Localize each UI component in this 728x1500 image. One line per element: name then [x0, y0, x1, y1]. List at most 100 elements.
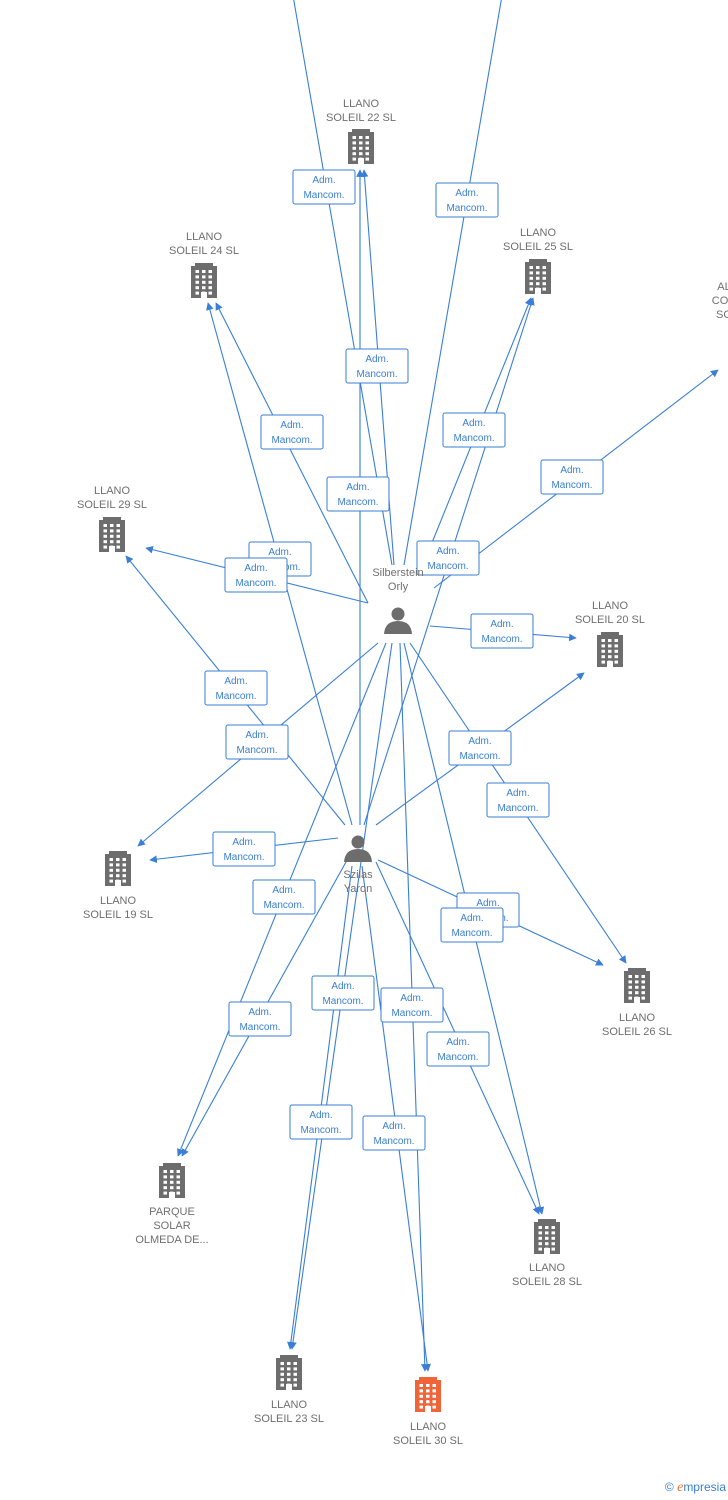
company-name: LLANO — [271, 1399, 308, 1411]
person-name: Silberstein — [372, 567, 423, 579]
edge-orly-top1 — [293, 0, 393, 566]
edge-label-yaron-ls30[interactable]: Adm.Mancom. — [362, 1115, 426, 1151]
edge-label-text: Mancom. — [322, 996, 363, 1007]
edge-label-yaron-ls23[interactable]: Adm. Mancom. — [289, 1104, 353, 1140]
edge-label-orly-al[interactable]: Adm.Mancom. — [540, 459, 604, 495]
edge-label-box — [470, 613, 534, 649]
edge-label-text: Adm. — [331, 981, 354, 992]
company-node-al[interactable]: ALCONSO — [712, 281, 728, 321]
edge-label-text: Adm. — [268, 547, 291, 558]
edge-label-text: Adm. — [476, 898, 499, 909]
edge-label-box — [289, 1104, 353, 1140]
edge-label-yaron-ls19[interactable]: Adm.Mancom. — [212, 831, 276, 867]
edge-label-text: Adm. — [506, 788, 529, 799]
company-name: SOLEIL 23 SL — [254, 1413, 324, 1425]
building-icon — [415, 1377, 441, 1412]
building-icon — [99, 517, 125, 552]
company-name: SOLEIL 24 SL — [169, 245, 239, 257]
company-name: LLANO — [619, 1012, 656, 1024]
person-icon — [384, 607, 412, 634]
edge-label-text: Adm. — [490, 619, 513, 630]
edge-label-orly-top1[interactable]: Adm.Mancom. — [292, 169, 356, 205]
edge-label-orly-ls23[interactable]: Adm. Mancom. — [311, 975, 375, 1011]
edge-label-box — [380, 987, 444, 1023]
edge-label-orly-ls19[interactable]: Adm.Mancom. — [225, 724, 289, 760]
edge-label-yaron-ls29[interactable]: Adm.Mancom. — [204, 670, 268, 706]
edge-label-text: Mancom. — [453, 433, 494, 444]
building-icon — [159, 1163, 185, 1198]
edge-label-box — [204, 670, 268, 706]
edge-label-orly-ls22[interactable]: Adm.Mancom. — [345, 348, 409, 384]
edge-label-orly-ls29[interactable]: Adm.Mancom. — [224, 557, 288, 593]
footer-brand[interactable]: © empresia — [665, 1480, 726, 1496]
edge-label-box — [362, 1115, 426, 1151]
edge-label-text: Mancom. — [215, 691, 256, 702]
edge-label-text: Adm. — [309, 1110, 332, 1121]
company-name: SOLEIL 30 SL — [393, 1435, 463, 1447]
edge-label-orly-ls28[interactable]: Adm.Mancom. — [440, 907, 504, 943]
edge-label-text: Mancom. — [437, 1052, 478, 1063]
edge-label-box — [416, 540, 480, 576]
company-name: LLANO — [343, 98, 380, 110]
company-node-ls30[interactable]: LLANO SOLEIL 30 SL — [393, 1377, 463, 1447]
edge-label-yaron-ls22[interactable]: Adm.Mancom. — [326, 476, 390, 512]
company-name: LLANO — [410, 1421, 447, 1433]
person-name: Szilas — [343, 869, 373, 881]
edge-label-orly-ls30[interactable]: Adm.Mancom. — [380, 987, 444, 1023]
edge-label-orly-top2[interactable]: Adm.Mancom. — [435, 182, 499, 218]
edge-label-text: Mancom. — [391, 1008, 432, 1019]
company-node-ls22[interactable]: LLANO SOLEIL 22 SL — [326, 98, 396, 164]
company-name: LLANO — [94, 485, 131, 497]
edge-label-text: Mancom. — [427, 561, 468, 572]
edge-label-text: Adm. — [232, 837, 255, 848]
edge-label-text: Mancom. — [459, 751, 500, 762]
company-node-ls24[interactable]: LLANO SOLEIL 24 SL — [169, 231, 239, 298]
edge-label-text: Adm. — [446, 1037, 469, 1048]
edge-label-text: Mancom. — [235, 578, 276, 589]
edge-label-yaron-ls28[interactable]: Adm. Mancom. — [426, 1031, 490, 1067]
edge-labels-layer: Adm. Mancom. Adm. Mancom. Adm. Mancom. Adm. Man… — [204, 169, 604, 1151]
edge-label-text: Adm. — [382, 1121, 405, 1132]
edge-label-orly-ls20[interactable]: Adm. Mancom. — [470, 613, 534, 649]
edge-label-orly-pso[interactable]: Adm. Mancom. — [252, 879, 316, 915]
edge-label-yaron-ls20[interactable]: Adm.Mancom. — [448, 730, 512, 766]
building-icon — [191, 263, 217, 298]
edge-label-text: Mancom. — [356, 369, 397, 380]
company-name: AL — [717, 281, 728, 293]
edge-label-yaron-ls25[interactable]: Adm. Mancom. — [416, 540, 480, 576]
edge-label-text: Mancom. — [271, 435, 312, 446]
edge-label-orly-ls26[interactable]: Adm.Mancom. — [486, 782, 550, 818]
building-icon — [348, 129, 374, 164]
edge-label-orly-ls25[interactable]: Adm.Mancom. — [442, 412, 506, 448]
edge-label-text: Adm. — [346, 482, 369, 493]
edge-label-orly-ls24[interactable]: Adm.Mancom. — [260, 414, 324, 450]
company-name: SOLEIL 22 SL — [326, 112, 396, 124]
building-icon — [534, 1219, 560, 1254]
person-name: Yaron — [344, 883, 373, 895]
edge-label-text: Mancom. — [300, 1125, 341, 1136]
company-node-ls23[interactable]: LLANO SOLEIL 23 SL — [254, 1355, 324, 1425]
edge-label-box — [212, 831, 276, 867]
edge-label-text: Adm. — [272, 885, 295, 896]
edge-label-box — [292, 169, 356, 205]
person-icon — [344, 835, 372, 862]
edge-label-box — [440, 907, 504, 943]
edge-label-box — [252, 879, 316, 915]
company-name: LLANO — [186, 231, 223, 243]
edge-label-text: Adm. — [436, 546, 459, 557]
edge-orly-top2 — [403, 0, 502, 566]
edge-label-text: Mancom. — [481, 634, 522, 645]
edge-label-text: Mancom. — [303, 190, 344, 201]
edge-label-text: Mancom. — [263, 900, 304, 911]
edge-label-yaron-pso[interactable]: Adm.Mancom. — [228, 1001, 292, 1037]
